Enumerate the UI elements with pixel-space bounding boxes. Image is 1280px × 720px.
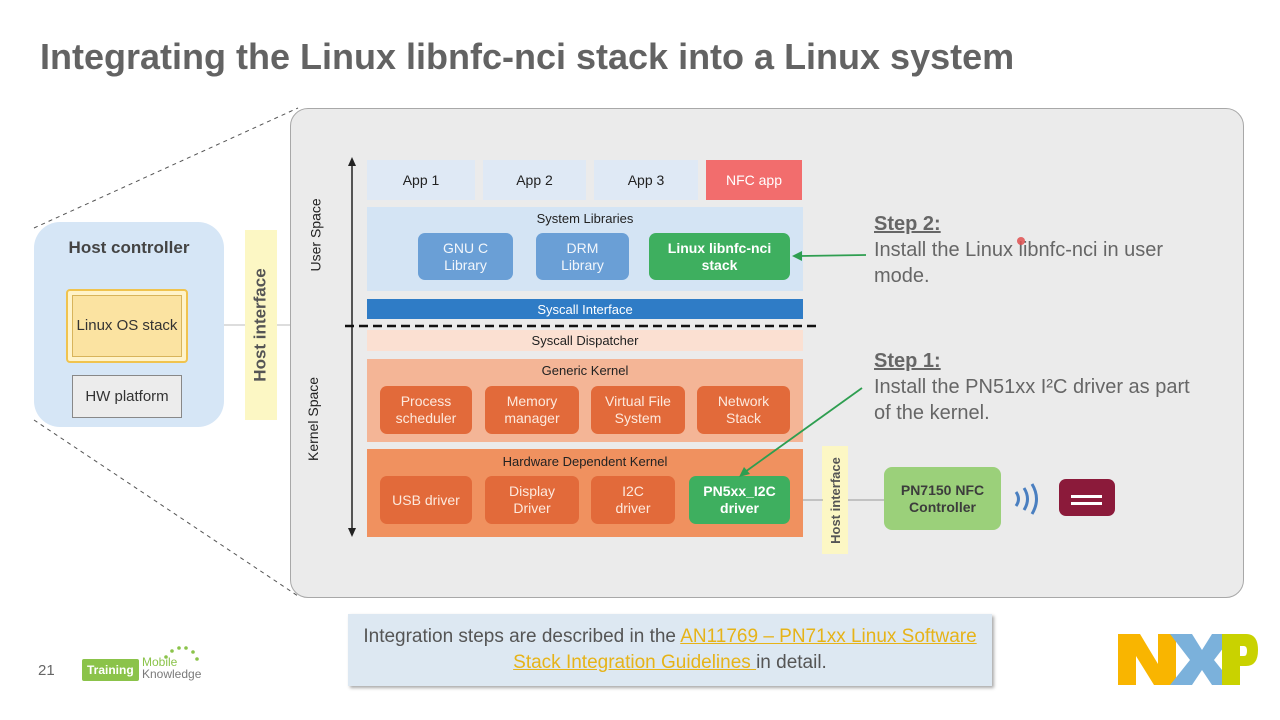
- memory-manager: Memory manager: [485, 386, 579, 434]
- i2c-driver: I2C driver: [591, 476, 675, 524]
- nfc-card-icon: [1059, 479, 1115, 516]
- syscall-dispatcher: Syscall Dispatcher: [367, 330, 803, 351]
- syscall-interface: Syscall Interface: [367, 299, 803, 319]
- note-suffix: in detail.: [756, 652, 827, 673]
- guidelines-link[interactable]: AN11769 – PN71xx Linux Software Stack In…: [513, 626, 977, 673]
- app-1: App 1: [367, 160, 475, 200]
- app-2: App 2: [483, 160, 586, 200]
- hw-kernel-title: Hardware Dependent Kernel: [502, 454, 668, 469]
- mobile-knowledge-logo: Mobile Knowledge: [142, 656, 201, 680]
- training-badge: Training: [82, 659, 139, 681]
- page-title: Integrating the Linux libnfc-nci stack i…: [40, 36, 1015, 77]
- pn5xx-i2c-driver: PN5xx_I2C driver: [689, 476, 790, 524]
- step-1-heading: Step 1:: [874, 350, 941, 372]
- host-interface-tag: Host interface: [245, 230, 277, 420]
- nxp-logo: [1118, 634, 1258, 685]
- note-prefix: Integration steps are described in the: [363, 626, 681, 647]
- step-1-text: Install the PN51xx I²C driver as part of…: [874, 376, 1190, 424]
- nfc-controller: PN7150 NFC Controller: [884, 467, 1001, 530]
- step-2: Step 2: Install the Linux libnfc-nci in …: [874, 211, 1174, 289]
- linux-os-stack: Linux OS stack: [72, 295, 182, 357]
- drm-library: DRM Library: [536, 233, 629, 280]
- host-interface-small-tag: Host interface: [822, 446, 848, 554]
- wireless-signal-icon: [1014, 483, 1038, 515]
- display-driver: Display Driver: [485, 476, 579, 524]
- app-3: App 3: [594, 160, 698, 200]
- generic-kernel-title: Generic Kernel: [541, 363, 629, 378]
- process-scheduler: Process scheduler: [380, 386, 472, 434]
- hw-platform: HW platform: [72, 375, 182, 418]
- usb-driver: USB driver: [380, 476, 472, 524]
- step-2-text: Install the Linux libnfc-nci in user mod…: [874, 239, 1164, 287]
- user-kernel-divider: [345, 324, 817, 328]
- network-stack: Network Stack: [697, 386, 790, 434]
- nfc-app: NFC app: [706, 160, 802, 200]
- brand-line-2: Knowledge: [142, 667, 202, 681]
- system-libraries-title: System Libraries: [536, 211, 634, 226]
- step-1: Step 1: Install the PN51xx I²C driver as…: [874, 348, 1204, 426]
- virtual-file-system: Virtual File System: [591, 386, 685, 434]
- space-axis: [348, 157, 356, 537]
- interface-connector: [803, 499, 887, 501]
- step-2-heading: Step 2:: [874, 213, 941, 235]
- brand-dots-icon: [164, 646, 199, 661]
- libnfc-nci-stack: Linux libnfc-nci stack: [649, 233, 790, 280]
- brand-line-1: Mobile: [142, 655, 178, 669]
- gnu-c-library: GNU C Library: [418, 233, 513, 280]
- page-number: 21: [38, 662, 55, 679]
- integration-note: Integration steps are described in the A…: [348, 614, 992, 686]
- host-controller-title: Host controller: [68, 238, 190, 257]
